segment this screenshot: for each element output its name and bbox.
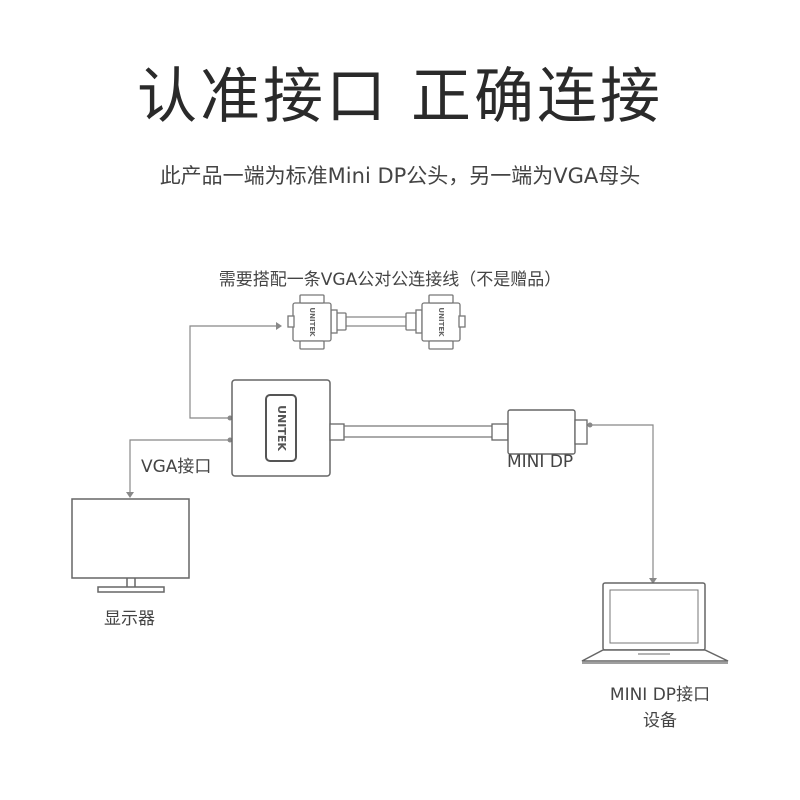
leader-plug-to-laptop — [590, 424, 654, 578]
minidp-label: MINI DP — [507, 452, 574, 472]
product-description: 此产品一端为标准Mini DP公头，另一端为VGA母头 — [159, 164, 641, 188]
minidp-plug-body — [507, 409, 576, 455]
monitor-label: 显示器 — [104, 609, 155, 629]
device-label-line2: 设备 — [643, 711, 677, 731]
laptop-icon — [581, 582, 729, 664]
vga-plug-right — [405, 294, 466, 350]
cable-brand-right: UNITEK — [437, 307, 445, 337]
leader-endpoints — [126, 322, 657, 584]
monitor-icon — [71, 498, 190, 593]
vga-cable: UNITEK UNITEK — [287, 294, 466, 350]
adapter-brand: UNITEK — [275, 405, 288, 451]
leader-lines — [129, 325, 654, 578]
device-label-line1: MINI DP接口 — [609, 685, 711, 705]
leader-adapter-to-cable — [189, 325, 276, 419]
adapter-strain-relief — [329, 423, 345, 441]
leader-adapter-to-monitor — [129, 439, 230, 492]
adapter-logo-frame — [265, 394, 297, 462]
cable-brand-left: UNITEK — [308, 307, 316, 337]
plug-collar — [491, 423, 509, 441]
minidp-plug-tip — [574, 419, 588, 445]
vga-port-label: VGA接口 — [141, 457, 212, 477]
cable-requirement-note: 需要搭配一条VGA公对公连接线（不是赠品） — [218, 270, 562, 290]
vga-plug-left — [287, 294, 347, 350]
adapter: UNITEK — [231, 379, 588, 477]
page-title: 认准接口 正确连接 — [136, 62, 664, 132]
